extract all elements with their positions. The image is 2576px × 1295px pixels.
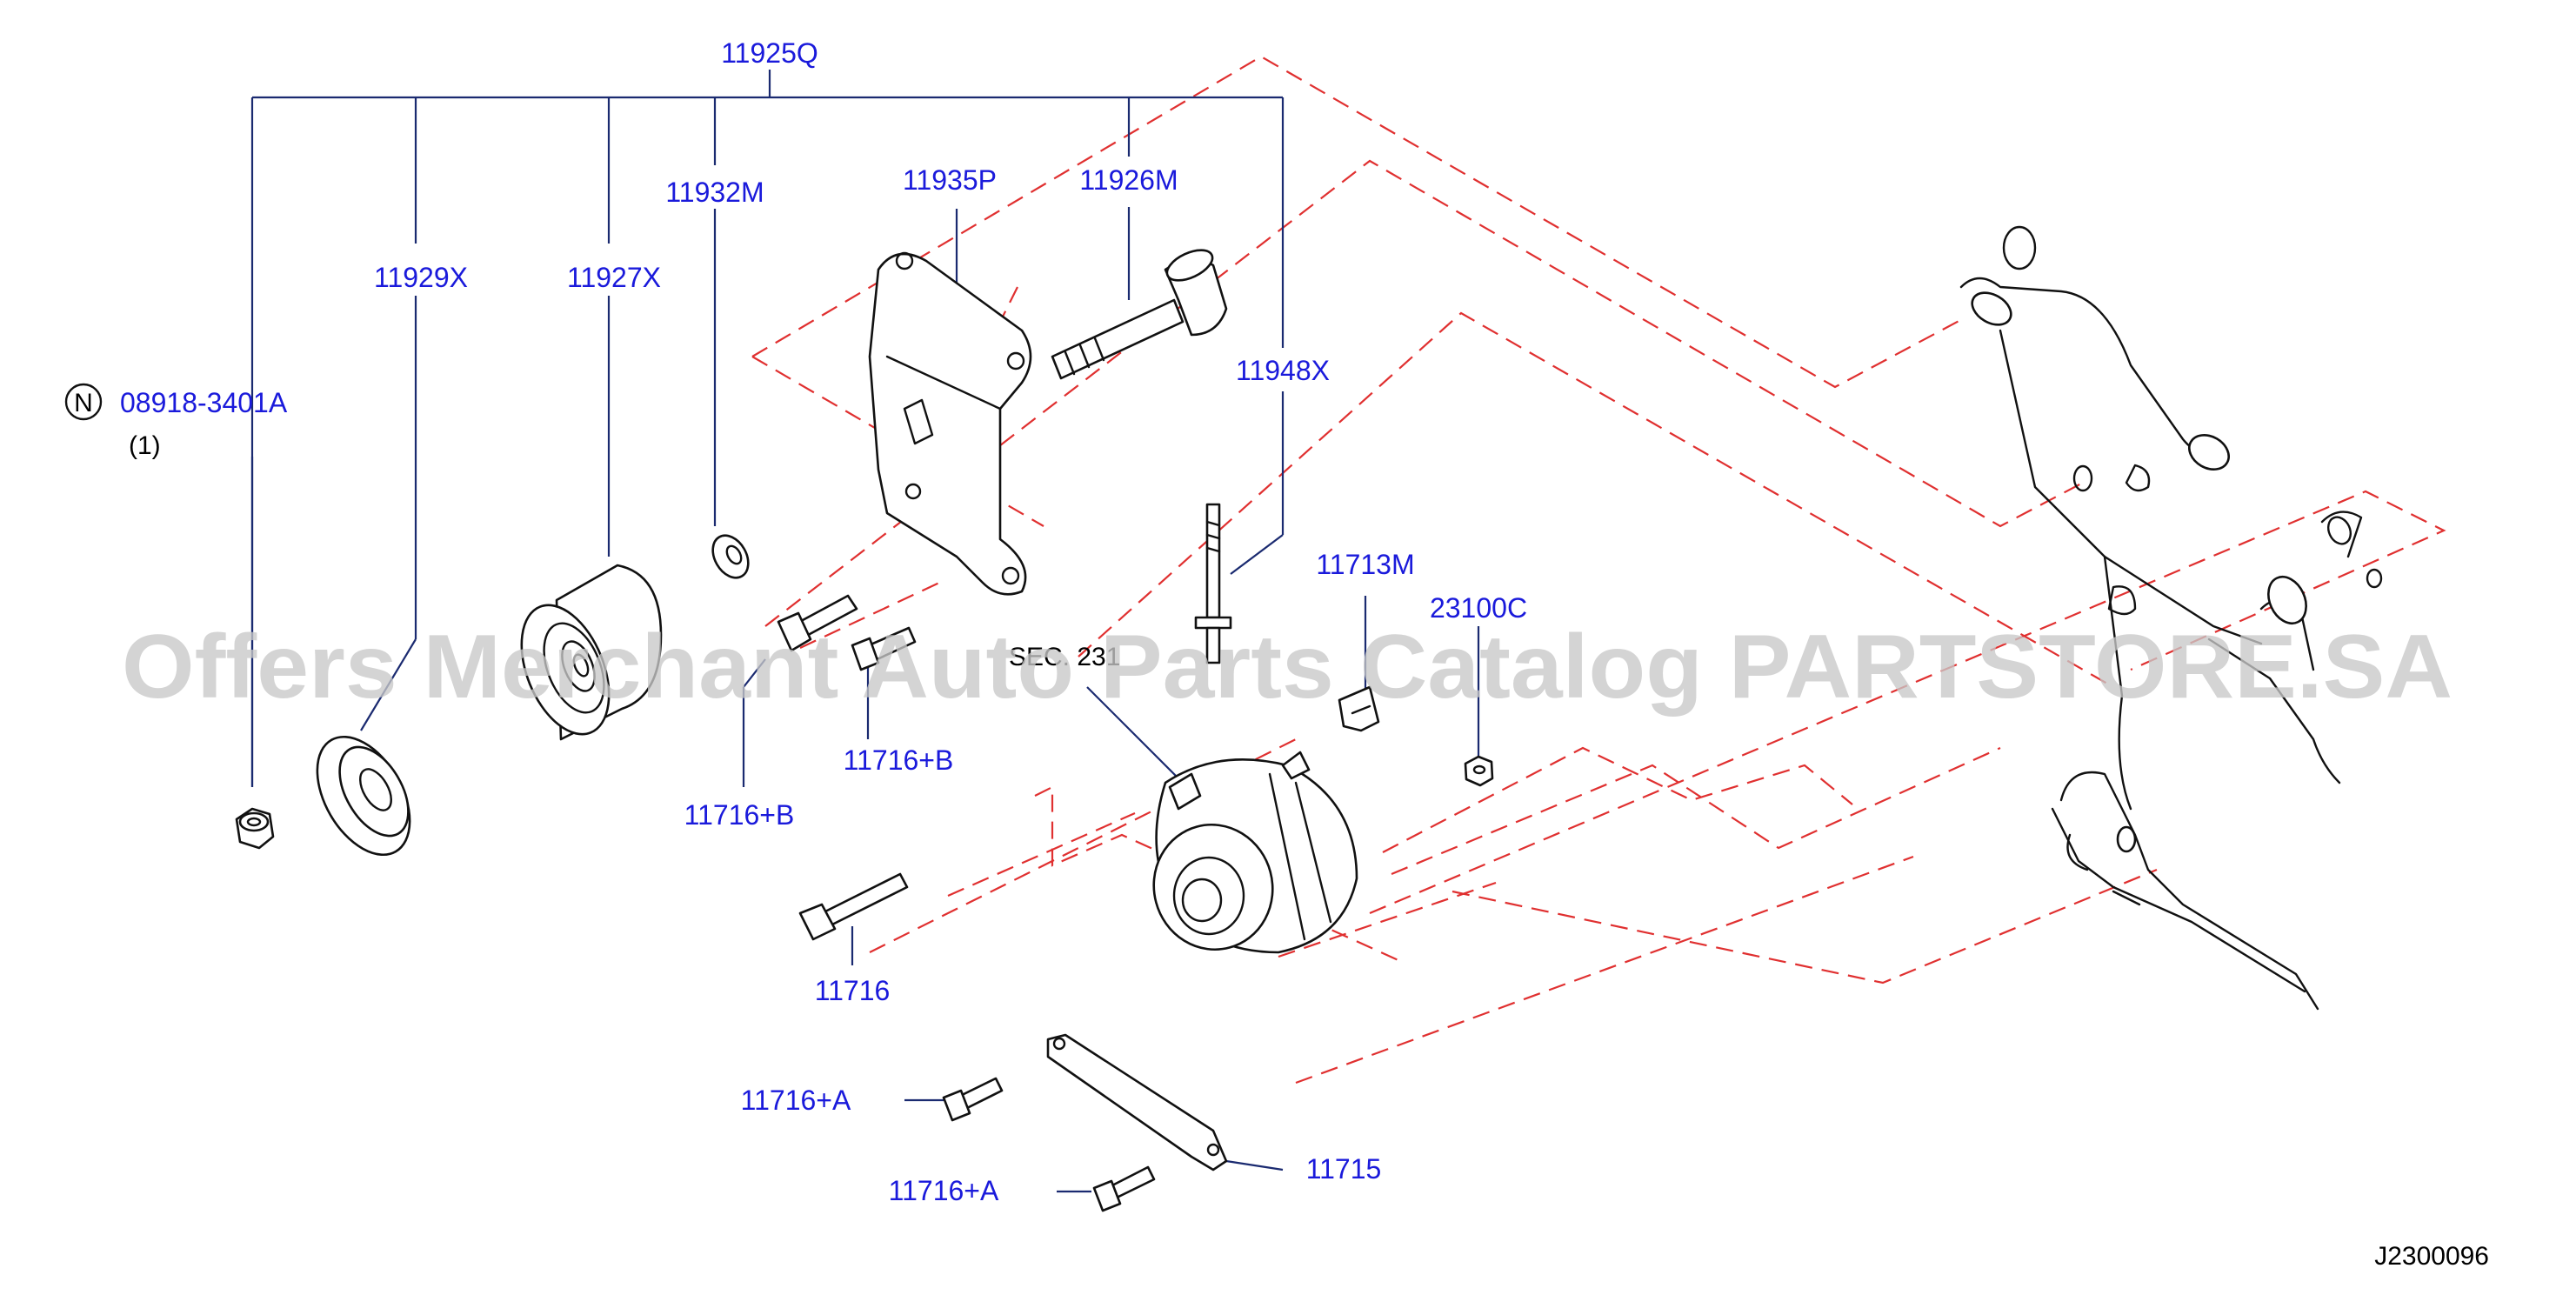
watermark: Offers Merchant Auto Parts Catalog PARTS… bbox=[122, 617, 2453, 718]
leader-lines bbox=[250, 70, 1480, 1193]
section-reference[interactable]: SEC. 231 bbox=[1009, 643, 1120, 671]
nut-08918 bbox=[235, 807, 275, 850]
label-11948X[interactable]: 11948X bbox=[1236, 355, 1330, 386]
label-11927X[interactable]: 11927X bbox=[567, 262, 661, 293]
bolt-11716B-lower bbox=[851, 626, 917, 671]
new-part-marker bbox=[64, 383, 103, 421]
label-11716B-lower[interactable]: 11716+B bbox=[684, 799, 795, 831]
label-11935P[interactable]: 11935P bbox=[903, 164, 997, 196]
alternator bbox=[1152, 751, 1358, 954]
label-11926M[interactable]: 11926M bbox=[1079, 164, 1178, 196]
label-11925Q[interactable]: 11925Q bbox=[721, 37, 818, 69]
part-labels: 11925Q 11932M 11935P 11926M 11929X 11927… bbox=[64, 37, 2489, 1271]
label-08918-3401A[interactable]: 08918-3401A bbox=[120, 387, 288, 418]
bolt-11716B-upper bbox=[777, 594, 858, 652]
bolt-11716A-lower bbox=[1092, 1165, 1156, 1212]
bolt-11716 bbox=[798, 872, 909, 941]
pulley-11927X bbox=[520, 564, 663, 741]
washer-11929X bbox=[316, 735, 411, 857]
clip-11713M bbox=[1338, 685, 1380, 732]
label-23100C[interactable]: 23100C bbox=[1430, 592, 1527, 624]
new-part-marker-letter: N bbox=[74, 389, 93, 417]
label-11929X[interactable]: 11929X bbox=[374, 262, 468, 293]
bracket-11935P bbox=[868, 251, 1032, 596]
quantity-08918-3401A: (1) bbox=[129, 431, 161, 460]
diagram-id: J2300096 bbox=[2374, 1242, 2489, 1271]
stud-11926M bbox=[1051, 249, 1228, 380]
adjusting-bar-11715 bbox=[1046, 1033, 1228, 1172]
label-11713M[interactable]: 11713M bbox=[1316, 549, 1414, 580]
nut-23100C bbox=[1464, 755, 1494, 787]
engine-bracket-assembly bbox=[1959, 225, 2383, 1011]
bolt-11948X bbox=[1194, 503, 1232, 664]
label-11932M[interactable]: 11932M bbox=[665, 177, 764, 208]
label-11716A-upper[interactable]: 11716+A bbox=[741, 1085, 851, 1116]
label-11716[interactable]: 11716 bbox=[815, 975, 891, 1006]
bolt-11716A-upper bbox=[942, 1077, 1004, 1122]
label-11716B-upper[interactable]: 11716+B bbox=[844, 744, 954, 776]
label-11716A-lower[interactable]: 11716+A bbox=[889, 1175, 999, 1206]
label-11715[interactable]: 11715 bbox=[1306, 1153, 1382, 1185]
spacer-11932M bbox=[711, 534, 750, 579]
